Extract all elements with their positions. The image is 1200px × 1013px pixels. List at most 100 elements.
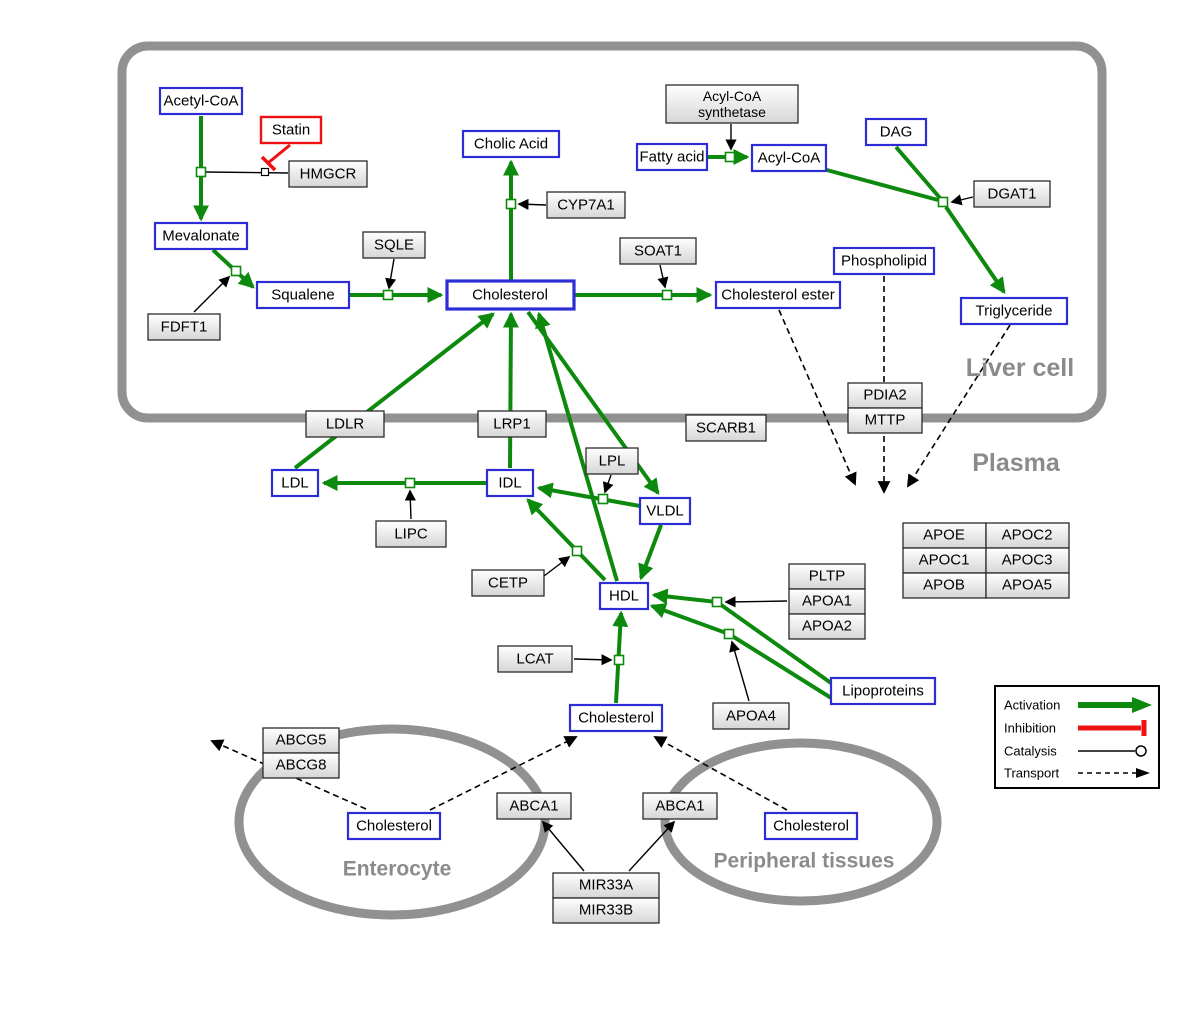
- edge-hmgcr-catalysis: [205, 171, 289, 174]
- node-abca1-right-label: ABCA1: [655, 798, 704, 815]
- node-cholesterol-enterocyte[interactable]: Cholesterol: [346, 811, 442, 841]
- node-fdft1[interactable]: FDFT1: [147, 313, 221, 341]
- node-cholic-acid-label: Cholic Acid: [474, 136, 548, 153]
- edge-hdl-to-idl-cetp: [526, 498, 607, 582]
- node-cholesterol-plasma-label: Cholesterol: [578, 710, 654, 727]
- enterocyte-label: Enterocyte: [343, 858, 452, 881]
- node-mir33a[interactable]: MIR33A: [552, 872, 660, 899]
- node-cetp[interactable]: CETP: [471, 569, 545, 597]
- node-apob[interactable]: APOB: [902, 572, 987, 599]
- node-hmgcr[interactable]: HMGCR: [288, 160, 368, 188]
- node-dag-label: DAG: [880, 124, 913, 141]
- node-cholesterol-peripheral[interactable]: Cholesterol: [763, 811, 859, 841]
- node-idl[interactable]: IDL: [485, 468, 535, 498]
- node-apoa4[interactable]: APOA4: [712, 702, 790, 730]
- node-apoc3[interactable]: APOC3: [985, 547, 1070, 574]
- node-acetyl-coa[interactable]: Acetyl-CoA: [158, 86, 244, 116]
- node-acyl-coa[interactable]: Acyl-CoA: [750, 143, 828, 173]
- node-ldlr[interactable]: LDLR: [305, 410, 385, 438]
- node-abcg5[interactable]: ABCG5: [262, 727, 340, 754]
- node-phospholipid[interactable]: Phospholipid: [832, 246, 936, 276]
- node-lipoproteins[interactable]: Lipoproteins: [829, 676, 937, 706]
- edge-acyl-coa-to-dgat-junction: [822, 167, 939, 202]
- node-mir33a-label: MIR33A: [579, 877, 633, 894]
- node-cyp7a1[interactable]: CYP7A1: [546, 191, 626, 219]
- node-apoa2[interactable]: APOA2: [788, 613, 866, 640]
- node-dag[interactable]: DAG: [864, 117, 928, 147]
- node-apoe[interactable]: APOE: [902, 522, 987, 549]
- edge-statin-inhibits-hmgcr: [267, 143, 291, 165]
- edge-lipc-catalysis: [404, 489, 416, 520]
- node-triglyceride[interactable]: Triglyceride: [959, 296, 1069, 326]
- node-apoa1[interactable]: APOA1: [788, 588, 866, 615]
- node-hdl[interactable]: HDL: [598, 581, 650, 611]
- conversion-node-sqle: [382, 289, 394, 301]
- node-apoc1[interactable]: APOC1: [902, 547, 987, 574]
- statin-inhibition-bar: [260, 155, 277, 172]
- edge-soat1-catalysis: [657, 264, 669, 289]
- node-abcg8[interactable]: ABCG8: [262, 752, 340, 779]
- legend-activation-label: Activation: [1004, 698, 1060, 713]
- node-hmgcr-label: HMGCR: [300, 166, 357, 183]
- node-ldl[interactable]: LDL: [270, 468, 320, 498]
- node-fdft1-label: FDFT1: [161, 319, 208, 336]
- node-mttp-label: MTTP: [865, 412, 906, 429]
- node-abca1-left[interactable]: ABCA1: [496, 792, 572, 820]
- conversion-node-acyl-coa-synthetase: [724, 151, 736, 163]
- edge-vldl-to-hdl: [638, 524, 663, 581]
- node-abca1-right[interactable]: ABCA1: [642, 792, 718, 820]
- node-scarb1[interactable]: SCARB1: [685, 414, 767, 442]
- legend-catalysis-circle-icon: [1135, 745, 1147, 757]
- node-lpl-label: LPL: [599, 453, 626, 470]
- node-statin[interactable]: Statin: [259, 115, 323, 145]
- node-idl-label: IDL: [498, 475, 521, 492]
- node-cholesterol-liver[interactable]: Cholesterol: [445, 279, 576, 311]
- node-lcat[interactable]: LCAT: [497, 645, 573, 673]
- node-cholesterol-liver-label: Cholesterol: [472, 287, 548, 304]
- edge-vldl-to-idl: [536, 482, 641, 508]
- node-cholic-acid[interactable]: Cholic Acid: [461, 129, 561, 159]
- conversion-node-cetp: [571, 545, 583, 557]
- node-pdia2-label: PDIA2: [863, 387, 906, 404]
- conversion-node-lpl: [597, 493, 609, 505]
- node-pltp-label: PLTP: [809, 568, 845, 585]
- node-dgat1-label: DGAT1: [988, 186, 1037, 203]
- legend: Activation Inhibition Catalysis Transpor…: [994, 685, 1160, 789]
- edge-hdl-to-cholesterol: [535, 311, 619, 582]
- edge-dgat-junction-to-triglyceride: [944, 205, 1006, 294]
- node-lipc[interactable]: LIPC: [375, 520, 447, 548]
- node-cholesterol-ester[interactable]: Cholesterol ester: [714, 280, 842, 310]
- node-apoa5[interactable]: APOA5: [985, 572, 1070, 599]
- node-apoa2-label: APOA2: [802, 618, 852, 635]
- node-vldl[interactable]: VLDL: [638, 496, 692, 526]
- node-lrp1[interactable]: LRP1: [477, 410, 547, 438]
- node-cholesterol-ester-label: Cholesterol ester: [721, 287, 834, 304]
- node-soat1[interactable]: SOAT1: [619, 237, 697, 265]
- node-mir33b[interactable]: MIR33B: [552, 897, 660, 924]
- edge-apoa4-catalysis: [729, 640, 750, 702]
- node-squalene[interactable]: Squalene: [255, 280, 351, 310]
- node-sqle[interactable]: SQLE: [362, 231, 426, 259]
- node-mir33b-label: MIR33B: [579, 902, 633, 919]
- node-apoe-label: APOE: [923, 527, 965, 544]
- liver-cell-membrane: [117, 41, 1107, 423]
- node-pltp[interactable]: PLTP: [788, 563, 866, 590]
- node-acetyl-coa-label: Acetyl-CoA: [163, 93, 238, 110]
- node-statin-label: Statin: [272, 122, 310, 139]
- node-fatty-acid[interactable]: Fatty acid: [635, 142, 709, 172]
- node-cholesterol-plasma[interactable]: Cholesterol: [568, 703, 664, 733]
- node-apoa1-label: APOA1: [802, 593, 852, 610]
- node-lpl[interactable]: LPL: [585, 447, 639, 475]
- edge-cyp7a1-catalysis: [517, 198, 547, 210]
- node-apoc2[interactable]: APOC2: [985, 522, 1070, 549]
- node-mttp[interactable]: MTTP: [847, 407, 923, 434]
- node-dgat1[interactable]: DGAT1: [973, 180, 1051, 208]
- node-abcg8-label: ABCG8: [276, 757, 327, 774]
- node-mevalonate[interactable]: Mevalonate: [153, 221, 249, 251]
- edge-transport-cholesterol-ester: [778, 309, 857, 486]
- node-pdia2[interactable]: PDIA2: [847, 382, 923, 409]
- node-apob-label: APOB: [923, 577, 965, 594]
- edge-dgat1-catalysis: [950, 194, 974, 206]
- node-phospholipid-label: Phospholipid: [841, 253, 927, 270]
